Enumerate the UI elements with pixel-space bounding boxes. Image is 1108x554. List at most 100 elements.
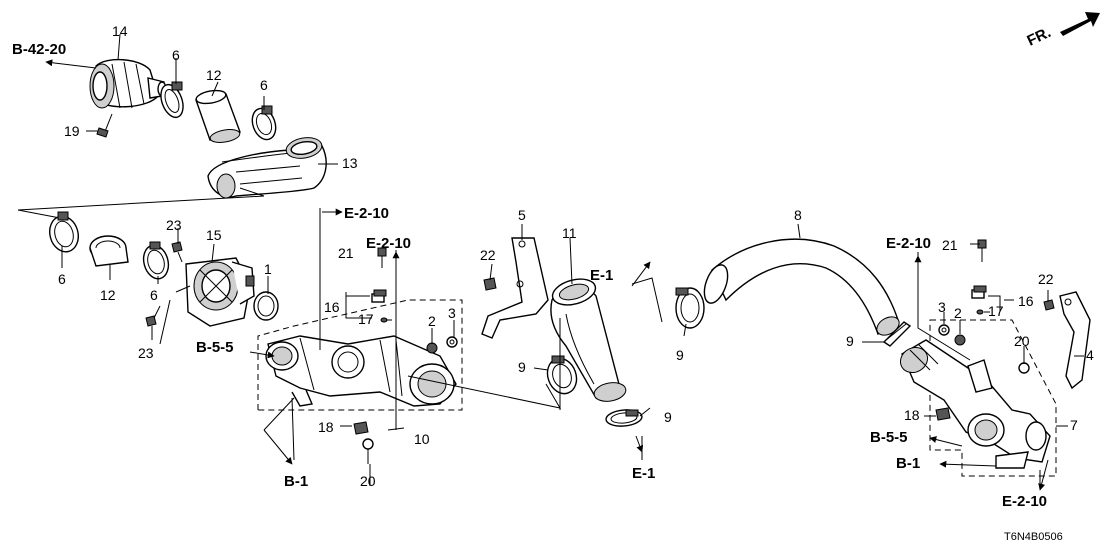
callout-6: 6 [58, 271, 66, 287]
part-21-bolt-left [377, 247, 387, 268]
callout-10: 10 [414, 431, 430, 447]
part-10-assembly-boundary [257, 299, 463, 411]
part-16-sensor-left [371, 289, 387, 303]
ref-arrow-b42-20 [45, 59, 97, 69]
part-10-chamber-assembly [265, 335, 457, 407]
part-11-air-hose [550, 278, 627, 402]
part-15-throttle-body [185, 257, 255, 327]
ref-e2-10-right-top[interactable]: E-2-10 [886, 235, 931, 252]
callout-18: 18 [904, 407, 920, 423]
ref-b42-20[interactable]: B-42-20 [12, 41, 66, 58]
part-12-hose-lower [89, 235, 129, 267]
part-23-bolt-lower [145, 305, 161, 327]
leader-lines-left [61, 33, 561, 486]
callout-20: 20 [360, 473, 376, 489]
part-2-nut-right [954, 334, 966, 346]
ref-e2-10-mid[interactable]: E-2-10 [366, 235, 411, 252]
callout-7: 7 [1070, 417, 1078, 433]
callout-1: 1 [264, 261, 272, 277]
callout-13: 13 [342, 155, 358, 171]
group-separator-line [17, 187, 265, 219]
callout-20: 20 [1014, 333, 1030, 349]
part-3-washer-right [938, 324, 950, 336]
ref-b5-5-left[interactable]: B-5-5 [196, 339, 234, 356]
callout-11: 11 [562, 225, 577, 241]
ref-b1-right[interactable]: B-1 [896, 455, 920, 472]
part-20-bolt-left [362, 438, 374, 464]
part-5-bracket [481, 237, 549, 339]
part-9-clamp-middle-right [675, 287, 705, 329]
callout-9: 9 [846, 333, 854, 349]
ref-e1-bottom[interactable]: E-1 [632, 465, 655, 482]
callout-12: 12 [206, 67, 222, 83]
callout-6: 6 [260, 77, 268, 93]
callout-23: 23 [166, 217, 182, 233]
callout-23: 23 [138, 345, 154, 361]
ref-arrow-e1-bottom [635, 435, 644, 453]
part-22-bolt-right [1043, 299, 1055, 311]
part-3-washer-left [446, 336, 458, 348]
callout-3: 3 [938, 299, 946, 315]
ref-arrow-b1-right [939, 460, 997, 468]
callout-12: 12 [100, 287, 116, 303]
callout-14: 14 [112, 23, 128, 39]
callout-9: 9 [676, 347, 684, 363]
front-direction-indicator: FR. [1025, 12, 1100, 50]
leader-lines-right [862, 243, 1084, 486]
part-20-bolt-right [1018, 362, 1030, 374]
ref-e2-10-right-bottom[interactable]: E-2-10 [1002, 493, 1047, 510]
part-13-intake-duct [207, 137, 327, 199]
callout-18: 18 [318, 419, 334, 435]
part-16-sensor-right [971, 285, 987, 299]
ref-arrow-b1-left [263, 429, 293, 465]
callout-6: 6 [172, 47, 180, 63]
ref-arrow-b5-5-left [249, 351, 275, 359]
part-8-intake-pipe [703, 238, 900, 336]
callout-21: 21 [338, 245, 354, 261]
callout-22: 22 [1038, 271, 1054, 287]
part-18-grommet-left [353, 421, 369, 435]
part-6-clamp-upper-left [160, 81, 184, 119]
callout-19: 19 [64, 123, 80, 139]
part-14-air-inlet-cover [89, 59, 167, 109]
callout-5: 5 [518, 207, 526, 223]
ref-b5-5-right[interactable]: B-5-5 [870, 429, 908, 446]
callout-4: 4 [1086, 347, 1094, 363]
callout-15: 15 [206, 227, 222, 243]
part-2-nut-left [426, 342, 438, 354]
front-arrow-icon [1060, 12, 1100, 36]
part-4-bracket [1059, 291, 1091, 390]
ref-e2-10-center[interactable]: E-2-10 [344, 205, 389, 222]
part-6-clamp-lower-left [48, 211, 80, 253]
callout-22: 22 [480, 247, 496, 263]
ref-e1-top[interactable]: E-1 [590, 267, 613, 284]
part-12-hose-upper [195, 89, 241, 143]
part-19-bolt [96, 113, 113, 138]
ref-arrow-e1-top [631, 261, 651, 287]
callout-17: 17 [358, 311, 374, 327]
callout-6: 6 [150, 287, 158, 303]
part-9-clamp-right [882, 321, 912, 347]
ref-arrow-e2-10-right-bottom [1038, 459, 1049, 491]
part-9-clamp-middle-bottom [605, 409, 643, 427]
leader-lines-middle [489, 223, 801, 460]
ref-b1-left[interactable]: B-1 [284, 473, 308, 490]
callout-17: 17 [988, 303, 1004, 319]
part-21-bolt-right [977, 239, 987, 262]
callout-16: 16 [324, 299, 340, 315]
callout-16: 16 [1018, 293, 1034, 309]
part-1-gasket [253, 291, 279, 321]
part-6-clamp-lower-middle [142, 241, 170, 280]
callout-21: 21 [942, 237, 958, 253]
part-17-oring-right [976, 309, 984, 315]
callout-9: 9 [518, 359, 526, 375]
callout-9: 9 [664, 409, 672, 425]
callout-8: 8 [794, 207, 802, 223]
part-18-grommet-right [935, 407, 951, 421]
callout-3: 3 [448, 305, 456, 321]
front-label: FR. [1025, 24, 1054, 50]
diagram-code: T6N4B0506 [1004, 531, 1063, 543]
part-7-chamber-assembly [899, 339, 1051, 469]
part-9-clamp-middle-left [546, 355, 578, 395]
